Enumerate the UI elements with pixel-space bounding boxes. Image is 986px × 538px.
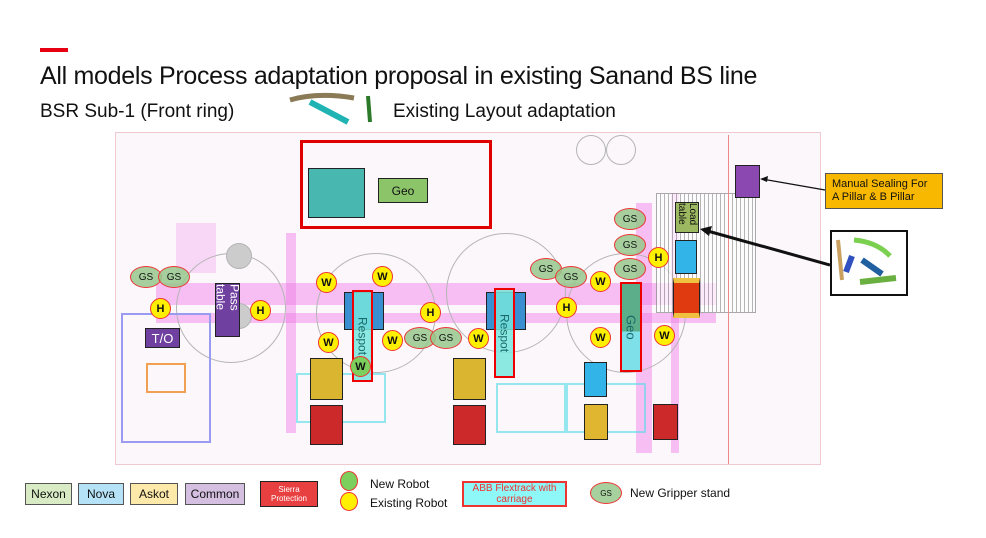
gripper-stand: GS (614, 258, 646, 280)
welding-robot: W (654, 325, 675, 346)
sierra-fixture (673, 278, 700, 318)
handling-robot: H (420, 302, 441, 323)
legend-askot: Askot (130, 483, 178, 505)
welding-robot: W (318, 332, 339, 353)
pillar-parts-icon (836, 237, 897, 285)
gripper-stand: GS (158, 266, 190, 288)
welding-robot: W (316, 272, 337, 293)
handling-robot: H (250, 300, 271, 321)
handling-robot: H (150, 298, 171, 319)
geo-station: Geo (620, 282, 642, 372)
manual-sealing-station (735, 165, 760, 198)
subtitle-right: Existing Layout adaptation (393, 101, 616, 122)
sierra-fixture (453, 405, 486, 445)
load-table: Load table (675, 202, 699, 233)
manual-sealing-callout: Manual Sealing For A Pillar & B Pillar (825, 173, 943, 209)
welding-robot: W (590, 271, 611, 292)
respot-station-2: Respot (494, 288, 515, 378)
gripper-stand: GS (614, 208, 646, 230)
arrows (700, 176, 830, 267)
askot-fixture (584, 404, 608, 440)
legend-existing-robot: Existing Robot (370, 496, 448, 510)
geo-station-top: Geo (378, 178, 428, 203)
legend-new-gripper-stand: New Gripper stand (630, 486, 731, 500)
welding-robot: W (590, 327, 611, 348)
legend-sierra-protection: Sierra Protection (260, 481, 318, 507)
slide-title: All models Process adaptation proposal i… (40, 62, 758, 90)
new-robot-icon (340, 471, 358, 491)
legend-abb-flextrack: ABB Flextrack with carriage (462, 481, 567, 507)
sierra-fixture (310, 405, 343, 445)
legend-common: Common (185, 483, 245, 505)
legend-new-robot: New Robot (370, 477, 430, 491)
existing-robot-icon (340, 492, 358, 511)
handling-robot: H (556, 297, 577, 318)
askot-fixture (453, 358, 486, 400)
pass-table: Pass table (214, 283, 242, 337)
nova-nexon-fixture (308, 168, 365, 218)
part-image-icon (289, 92, 372, 125)
legend-nova: Nova (78, 483, 124, 505)
legend-nexon: Nexon (25, 483, 72, 505)
nova-fixture (675, 240, 697, 274)
gripper-stand: GS (555, 266, 587, 288)
new-welding-robot: W (350, 356, 371, 377)
subtitle-left: BSR Sub-1 (Front ring) (40, 101, 235, 122)
accent-bar (40, 48, 68, 52)
welding-robot: W (372, 266, 393, 287)
abb-flextrack-area (300, 140, 492, 229)
gripper-stand: GS (430, 327, 462, 349)
sierra-fixture (653, 404, 678, 440)
welding-robot: W (468, 328, 489, 349)
handling-robot: H (648, 247, 669, 268)
parts-image-box (830, 230, 908, 296)
transfer-out-station: T/O (145, 328, 180, 348)
nova-fixture (584, 362, 607, 397)
askot-fixture (310, 358, 343, 400)
gripper-stand: GS (614, 234, 646, 256)
welding-robot: W (382, 330, 403, 351)
legend-gs-icon: GS (590, 482, 622, 504)
